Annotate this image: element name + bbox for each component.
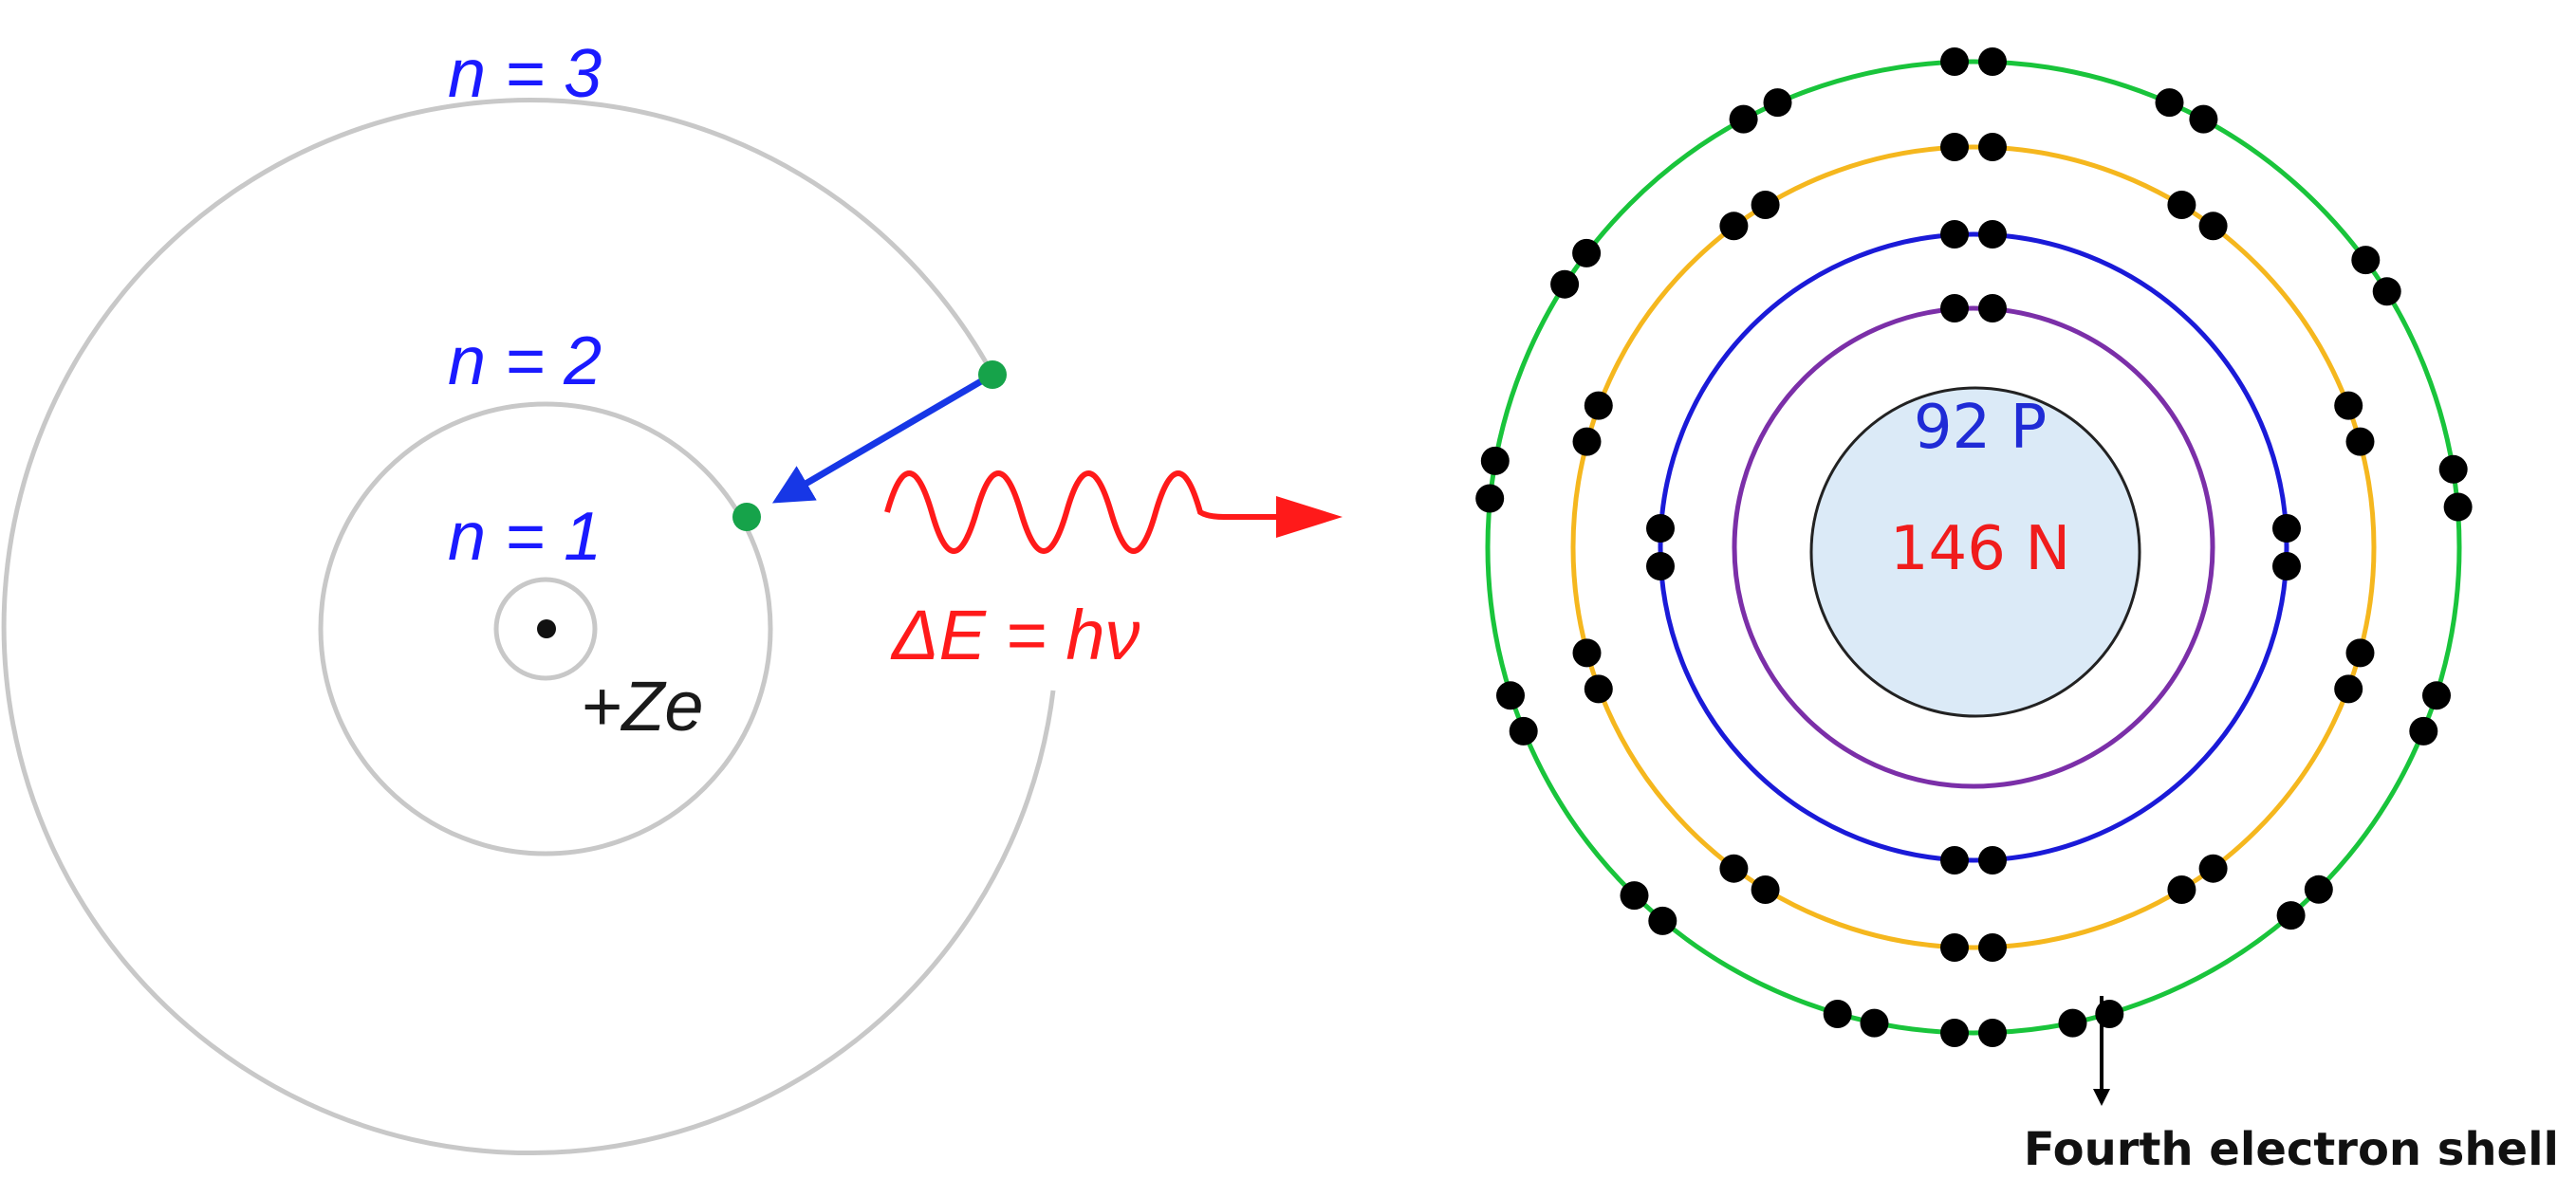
electron-dot xyxy=(1940,933,1969,962)
shell-1 xyxy=(1732,305,2215,789)
orbit-n3 xyxy=(1,98,1056,1156)
electron-dot xyxy=(2409,716,2438,746)
electron-dot xyxy=(1978,220,2007,249)
electron-dot xyxy=(2422,681,2451,710)
electron-end xyxy=(732,503,761,531)
electron-dot xyxy=(2345,638,2375,668)
electron-dot xyxy=(2167,191,2196,219)
electron-dot xyxy=(2438,454,2468,484)
electron-dot xyxy=(2351,246,2381,275)
electron-dot xyxy=(1584,391,1613,420)
orbit-label-n2: n = 2 xyxy=(448,323,602,399)
neutrons-label: 146 N xyxy=(1890,514,2070,584)
electron-dot xyxy=(1572,638,1602,668)
orbit-label-n1: n = 1 xyxy=(448,499,602,575)
electron-dot xyxy=(1978,47,2007,76)
electron-dot xyxy=(2167,875,2196,904)
electron-dot xyxy=(1496,681,1525,710)
photon-wave xyxy=(884,470,1276,554)
electron-dot xyxy=(2334,674,2363,704)
electron-dot xyxy=(2189,104,2218,134)
electron-dot xyxy=(1719,854,1749,883)
electron-dot xyxy=(1620,881,1649,911)
orbit-n2 xyxy=(318,401,773,856)
electron-dot xyxy=(2372,277,2401,306)
electron-dot xyxy=(2272,514,2301,543)
electron-dot xyxy=(1509,716,1538,746)
electron-dot xyxy=(1940,1019,1969,1047)
electron-dot xyxy=(2198,212,2228,241)
shell-2 xyxy=(1658,231,2289,863)
electron-dot xyxy=(1978,294,2007,322)
annotation-arrowhead xyxy=(2093,1089,2110,1106)
electron-dot xyxy=(1719,212,1749,241)
orbit-n1 xyxy=(493,577,598,681)
electron-dot xyxy=(2198,854,2228,883)
electron-dot xyxy=(1646,552,1675,580)
electron-dot xyxy=(1940,47,1969,76)
transition-arrow xyxy=(771,371,994,504)
electron-dot xyxy=(1940,133,1969,161)
nucleus-dot xyxy=(537,619,556,638)
orbit-label-n3: n = 3 xyxy=(448,36,602,112)
shell-4 xyxy=(1485,59,2462,1036)
electron-dot xyxy=(1572,238,1602,267)
electron-dot xyxy=(2334,391,2363,420)
atom-nucleus xyxy=(1809,386,2141,718)
protons-label: 92 P xyxy=(1914,393,2047,463)
electron-dot xyxy=(1646,514,1675,543)
electron-dot xyxy=(1751,191,1780,219)
electron-dot xyxy=(1572,427,1602,456)
electron-dot xyxy=(1763,88,1792,118)
electron-start xyxy=(978,360,1007,389)
bohr-model: n = 3 n = 2 n = 1 +Ze ΔE = hν xyxy=(1,36,1343,1156)
electron-dot xyxy=(1940,294,1969,322)
electron-dot xyxy=(1978,933,2007,962)
electron-dot xyxy=(1860,1008,1889,1038)
electron-dot xyxy=(2304,875,2333,904)
electron-dot xyxy=(1940,220,1969,249)
electron-dot xyxy=(2443,492,2473,522)
electron-dot xyxy=(1729,104,1758,134)
nucleus-charge-label: +Ze xyxy=(581,667,704,746)
photon-energy-label: ΔE = hν xyxy=(890,596,1140,674)
electron-dot xyxy=(2058,1008,2087,1038)
electron-dot xyxy=(1475,484,1505,513)
electron-dot xyxy=(1751,875,1780,904)
electron-dot xyxy=(1584,674,1613,704)
electron-dot xyxy=(1823,1000,1852,1028)
electron-dot xyxy=(2272,552,2301,580)
electron-dot xyxy=(2155,88,2184,118)
electron-dot xyxy=(1978,1019,2007,1047)
electron-dot xyxy=(1648,906,1677,935)
photon-arrowhead xyxy=(1276,496,1343,538)
electron-dot xyxy=(2095,1000,2124,1028)
electron-dot xyxy=(1978,133,2007,161)
electron-dot xyxy=(1550,269,1580,299)
electron-dot xyxy=(1978,846,2007,875)
electron-dot xyxy=(2345,427,2375,456)
electron-dot xyxy=(2276,901,2306,930)
electrons xyxy=(1475,47,2473,1047)
electron-dot xyxy=(1940,846,1969,875)
fourth-shell-label: Fourth electron shell xyxy=(2024,1123,2559,1176)
atom-shell-model: 92 P 146 N Fourth electron shell xyxy=(1475,47,2559,1176)
shell-3 xyxy=(1570,144,2377,950)
electron-dot xyxy=(1480,446,1510,475)
